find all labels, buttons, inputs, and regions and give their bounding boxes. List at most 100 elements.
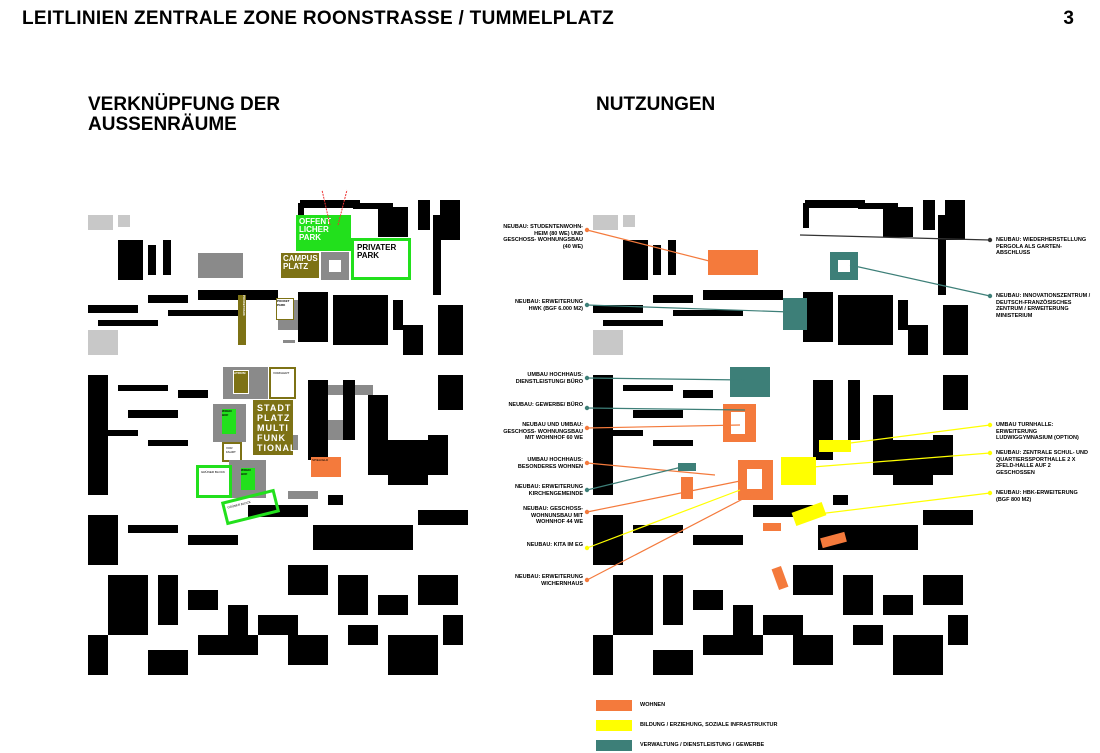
building [833,495,848,505]
use-sports-hall [781,457,816,485]
annotation-left: UMBAU HOCHHAUS: BESONDERES WOHNEN [517,457,583,470]
use-special-housing [681,477,693,499]
building [158,575,178,625]
building [948,615,968,645]
legend-label: BILDUNG / ERZIEHUNG, SOZIALE INFRASTRUKT… [640,722,778,728]
wohnhof-building-2: WOHN HOF [229,460,266,498]
building [923,200,935,230]
leader-dot [987,450,993,456]
page-number: 3 [1063,8,1074,29]
use-housing-courtyard-1 [723,404,756,442]
legend-label: WOHNEN [640,702,666,708]
building [893,440,933,485]
building [328,495,343,505]
annotation-right: NEUBAU: ZENTRALE SCHUL- UND QUARTIERSSPO… [996,450,1088,476]
building [858,203,898,209]
annotation-left: UMBAU HOCHHAUS: DIENSTLEISTUNG/ BÜRO [515,372,583,385]
stadtplatz: STADT PLATZ MULTI FUNK TIONAL [253,400,296,455]
building [893,635,943,675]
building [313,525,413,550]
building [418,510,468,525]
campus-platz: CAMPUS PLATZ [281,253,319,278]
leader-dot [584,375,590,381]
building-courtyard [321,252,349,280]
building [88,305,138,313]
annotation-left: NEUBAU: STUDENTENWOHN- HEIM (80 WE) UND … [503,224,583,250]
building [703,635,763,655]
building [793,635,833,665]
building [433,215,441,295]
leader-dot [987,490,993,496]
building [98,320,158,326]
use-gym-hall [819,440,851,452]
map-uses [593,195,977,680]
building [108,575,148,635]
building [633,410,683,418]
building [438,375,463,410]
building [300,200,360,208]
legend-swatch [596,700,632,711]
building [668,240,676,275]
building [283,340,295,343]
leader-dot [987,237,993,243]
map-outdoor-spaces: OFFENT LICHER PARK PRIVATER PARK CAMPUS … [88,195,472,680]
building [118,385,168,391]
wohnhof-1: WOHN HOF [222,409,236,434]
building [163,240,171,275]
leader-dot [584,425,590,431]
building [403,325,423,355]
building [853,625,883,645]
building [188,590,218,610]
building [368,395,388,475]
building [88,375,108,495]
legend-swatch [596,720,632,731]
building [308,380,328,460]
building [883,595,913,615]
building [923,510,973,525]
use-church [678,463,696,471]
building [693,535,743,545]
leader-dot [987,422,993,428]
leader-dot [987,293,993,299]
building [803,203,809,228]
building [258,615,298,635]
building [168,310,238,316]
annotation-right: NEUBAU: INNOVATIONSZENTRUM / DEUTSCH-FRA… [996,293,1091,319]
building [333,295,388,345]
building [603,320,663,326]
building [128,410,178,418]
building [148,440,188,446]
building [593,215,618,230]
building [88,330,118,355]
building [88,215,113,230]
building [923,575,963,605]
leader-dot [584,545,590,551]
use-student-housing [708,250,758,275]
building [843,575,873,615]
atrium-building: ATRIUM [223,367,268,399]
building [348,625,378,645]
building [693,590,723,610]
building [623,240,648,280]
use-pergola-building [830,252,858,280]
building [118,240,143,280]
use-kita [763,523,781,531]
building [593,515,623,565]
building [703,290,783,300]
building [148,245,156,275]
building [883,207,913,237]
use-wichernhaus-2 [771,565,789,591]
building [653,295,693,303]
building [298,292,328,342]
leader-dot [584,405,590,411]
annotation-right: UMBAU TURNHALLE: ERWEITERUNG LUDWIGGYMNA… [996,422,1079,441]
building [593,375,613,495]
building [378,595,408,615]
vorfahrt-2: VOR FAHRT [222,442,242,462]
use-hwk-extension [783,298,807,330]
building [440,200,460,240]
building [898,300,908,330]
building [378,207,408,237]
building [593,305,643,313]
